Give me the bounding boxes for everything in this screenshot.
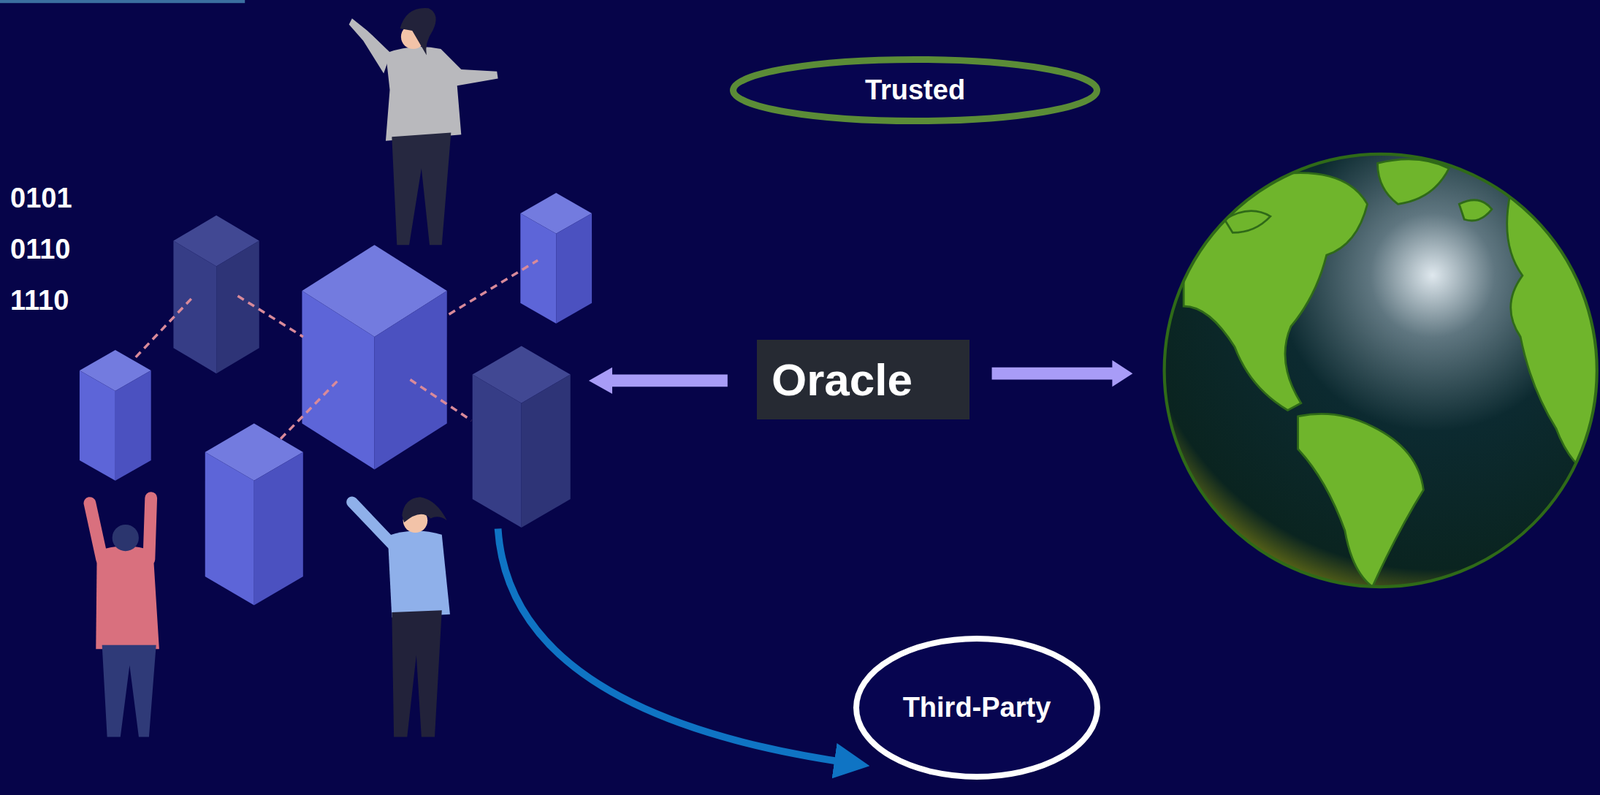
- blockchain-cubes: [79, 192, 592, 605]
- binary-label: 1110: [10, 284, 69, 317]
- node-text: Third-Party: [903, 691, 1052, 724]
- third-party-ellipse: Third-Party: [853, 635, 1101, 780]
- cube-face: [173, 241, 217, 375]
- curved-arrow: [498, 528, 853, 763]
- ellipse-shape: [856, 638, 1098, 777]
- person-right: [352, 496, 451, 737]
- cube-face: [115, 370, 152, 481]
- binary-label: 0110: [10, 233, 71, 266]
- cube-face: [301, 290, 375, 470]
- arrow-left: [588, 367, 728, 394]
- cube-face: [216, 241, 260, 375]
- node-text: Oracle: [771, 353, 913, 406]
- cube-face: [521, 374, 571, 528]
- oracle-box: Oracle: [756, 339, 970, 420]
- chain-links: [135, 260, 538, 439]
- top-bar: [0, 0, 245, 3]
- node-text: Trusted: [865, 74, 966, 106]
- cube-face: [254, 452, 304, 605]
- cube-face: [472, 374, 522, 528]
- person-left: [89, 498, 160, 738]
- trusted-ellipse: Trusted: [729, 56, 1101, 125]
- globe: [1164, 154, 1600, 587]
- binary-label: 0101: [10, 182, 73, 215]
- cube-face: [79, 370, 116, 481]
- ellipse-shape: [733, 59, 1098, 122]
- arrow-right: [992, 360, 1134, 387]
- cube-face: [205, 452, 255, 605]
- person-top: [349, 8, 499, 245]
- cube-face: [555, 213, 592, 324]
